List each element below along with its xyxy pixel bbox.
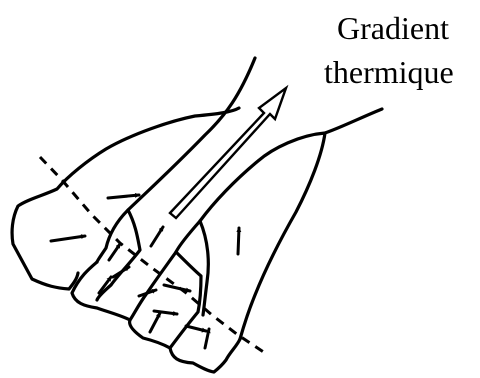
central-grain-outline: [95, 56, 257, 264]
gradient-label-line1: Gradient: [337, 10, 449, 46]
small-arrow-icon: [236, 226, 242, 256]
small-arrow-icon: [111, 265, 131, 279]
gradient-label-line2: thermique: [324, 54, 454, 90]
small-arrow-icon: [137, 288, 158, 298]
small-arrow-icon: [162, 283, 192, 293]
small-arrow-icon: [49, 234, 87, 243]
small-arrow-icon: [203, 327, 211, 350]
central-grain-right-edge: [174, 107, 384, 254]
solidification-front-line: [38, 155, 266, 355]
growth-arrows: [49, 192, 242, 350]
inner-grain-boundary-3: [168, 250, 203, 350]
small-arrow-icon: [184, 324, 208, 333]
right-grain-outline: [238, 131, 327, 341]
lower-grain-outlines: [70, 260, 242, 374]
small-arrow-icon: [149, 225, 165, 248]
small-arrow-icon: [148, 311, 162, 334]
hollow-arrow-icon: [168, 84, 289, 220]
small-arrow-icon: [106, 192, 141, 200]
small-arrow-icon: [152, 309, 179, 316]
left-grain-outline: [10, 106, 241, 291]
small-arrow-icon: [107, 242, 122, 262]
inner-grain-boundary-4: [198, 219, 210, 317]
small-arrow-icon: [97, 275, 113, 295]
